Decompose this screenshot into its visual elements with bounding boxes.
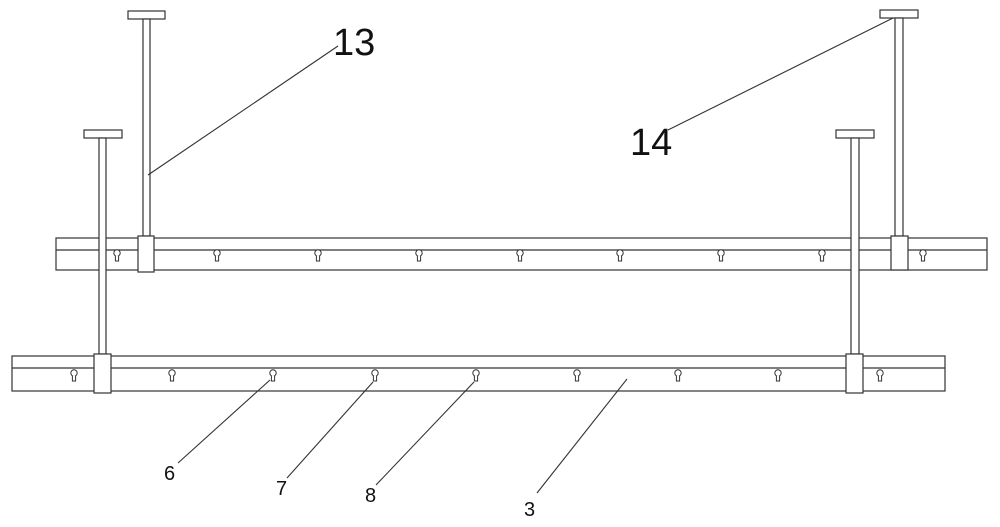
keyhole-slot: [674, 369, 682, 382]
keyhole-slot: [314, 249, 322, 262]
label-7: 7: [276, 478, 287, 500]
keyhole-slot: [472, 369, 480, 382]
label-13: 13: [333, 22, 375, 64]
leader-6: [177, 379, 271, 464]
keyhole-slot: [774, 369, 782, 382]
keyhole-slot: [269, 369, 277, 382]
suspension-rod-13: [127, 10, 166, 273]
keyhole-slot: [213, 249, 221, 262]
keyhole-slot: [371, 369, 379, 382]
keyhole-slot: [717, 249, 725, 262]
upper-rail-hook-slots: [113, 249, 927, 262]
keyhole-slot: [616, 249, 624, 262]
leader-7: [286, 381, 374, 479]
lower-rail-hook-slots: [70, 369, 884, 382]
leader-3: [536, 378, 628, 494]
suspension-rod-front-right: [835, 129, 875, 394]
keyhole-slot: [168, 369, 176, 382]
leader-8: [375, 381, 475, 486]
keyhole-slot: [70, 369, 78, 382]
label-6: 6: [164, 463, 175, 485]
keyhole-slot: [113, 249, 121, 262]
keyhole-slot: [573, 369, 581, 382]
keyhole-slot: [919, 249, 927, 262]
leader-13: [147, 45, 339, 176]
label-14: 14: [630, 122, 672, 164]
keyhole-slot: [876, 369, 884, 382]
suspension-rod-front-left: [83, 129, 123, 394]
label-8: 8: [365, 485, 376, 507]
label-3: 3: [524, 499, 535, 521]
suspension-rod-14: [879, 9, 919, 271]
upper-rail: [55, 237, 988, 271]
keyhole-slot: [516, 249, 524, 262]
keyhole-slot: [818, 249, 826, 262]
keyhole-slot: [415, 249, 423, 262]
leader-14: [667, 17, 894, 131]
